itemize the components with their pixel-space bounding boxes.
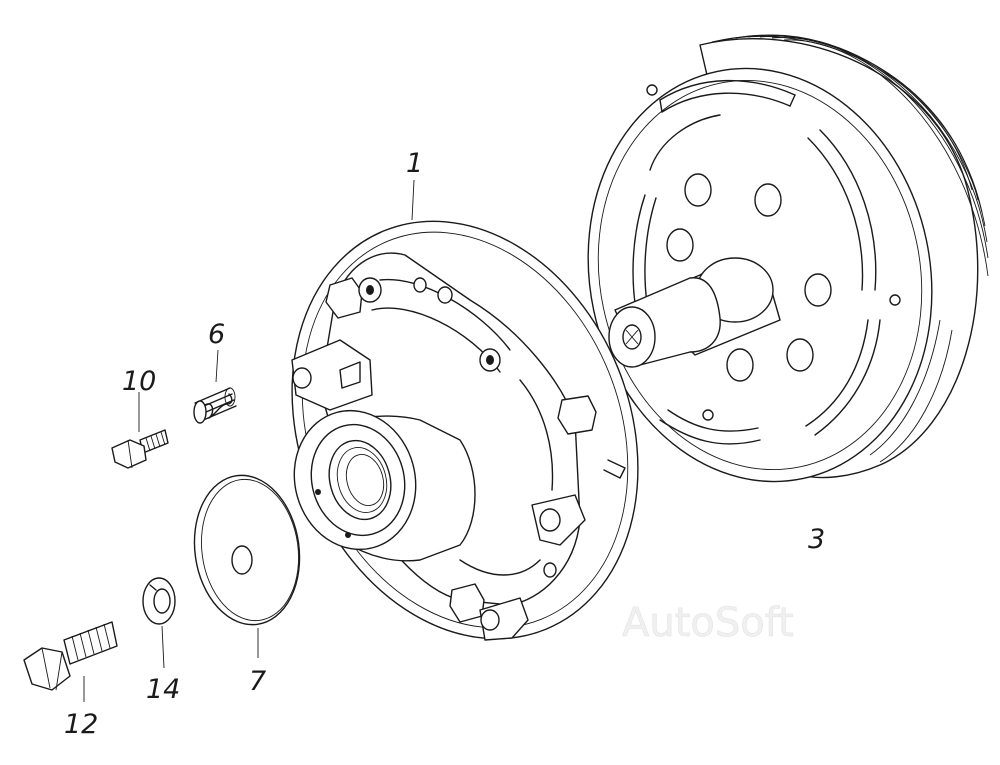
washer-part-7 xyxy=(193,474,301,626)
part-label-14: 14 xyxy=(146,674,180,705)
part-label-7: 7 xyxy=(249,666,266,697)
hub-part-1 xyxy=(291,220,639,641)
bolt-part-12 xyxy=(23,621,118,691)
part-label-12: 12 xyxy=(64,709,98,740)
bolt-part-10 xyxy=(111,429,169,469)
part-label-10: 10 xyxy=(122,366,156,397)
watermark: AutoSoft xyxy=(622,600,794,646)
leader-lines xyxy=(83,179,415,702)
pulley-part-3 xyxy=(587,34,989,483)
lock-washer-part-14 xyxy=(142,577,176,625)
part-label-3: 3 xyxy=(808,524,825,555)
part-label-6: 6 xyxy=(208,319,225,350)
part-label-1: 1 xyxy=(406,148,423,179)
spring-part-6 xyxy=(193,387,237,424)
